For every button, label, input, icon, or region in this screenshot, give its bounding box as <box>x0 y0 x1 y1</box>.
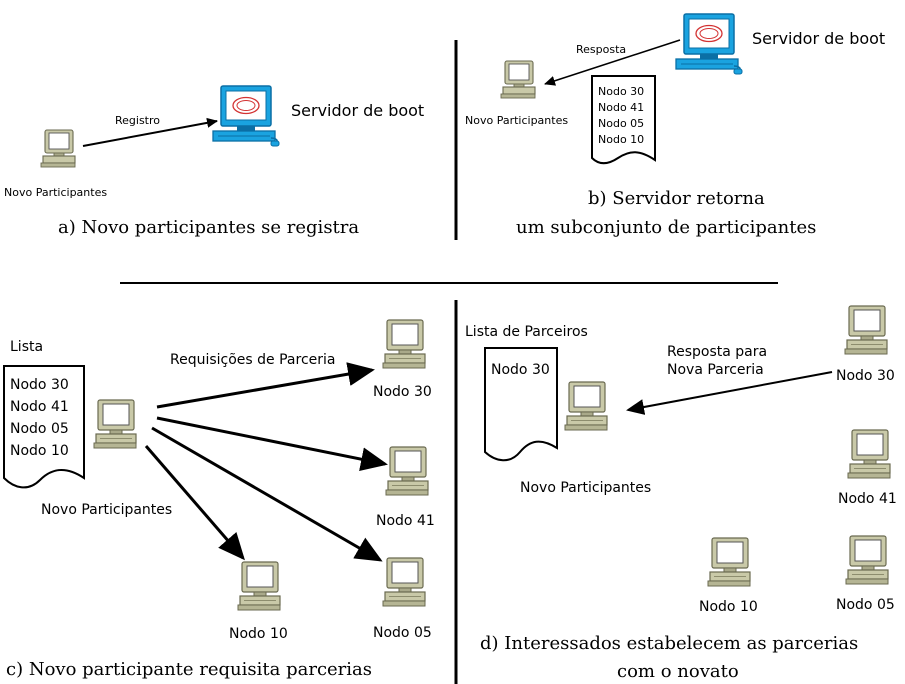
request-arrow-nodo-05 <box>151 426 383 562</box>
node-computer-icon <box>237 561 281 611</box>
panel-b-client-label: Novo Participantes <box>465 114 568 127</box>
node-computer-icon <box>847 429 891 479</box>
panel-b-list-item: Nodo 05 <box>598 117 644 130</box>
node-computer-icon <box>707 537 751 587</box>
panel-a-server-label: Servidor de boot <box>291 101 424 120</box>
register-arrow-label: Registro <box>115 114 160 127</box>
panel-a: Novo Participantes Registro Servidor de … <box>4 85 424 238</box>
panel-d-node-label: Nodo 30 <box>836 368 895 384</box>
panel-b-caption-line2: um subconjunto de participantes <box>516 217 816 238</box>
request-arrow-nodo-30 <box>156 362 375 409</box>
partnership-response-arrow <box>626 371 833 415</box>
panel-b-list-item: Nodo 10 <box>598 133 644 146</box>
panel-d-list-item: Nodo 30 <box>491 362 550 378</box>
panel-d-node-label: Nodo 10 <box>699 599 758 615</box>
panel-c-client-label: Novo Participantes <box>41 502 172 518</box>
panel-d-list-title: Lista de Parceiros <box>465 324 588 340</box>
panel-a-caption: a) Novo participantes se registra <box>58 217 359 238</box>
panel-d-client-label: Novo Participantes <box>520 480 651 496</box>
panel-d-caption-line2: com o novato <box>617 661 739 682</box>
register-arrow <box>82 117 218 147</box>
panel-d-list-document <box>484 347 558 462</box>
panel-b-list-document <box>591 75 656 165</box>
response-arrow-label: Resposta <box>576 43 626 56</box>
panel-c-arrow-label: Requisições de Parceria <box>170 352 336 368</box>
node-computer-icon <box>382 319 426 369</box>
panel-c-node-label: Nodo 10 <box>229 626 288 642</box>
panel-c-list-item: Nodo 10 <box>10 443 69 459</box>
panel-b: Servidor de boot Resposta Novo Participa… <box>465 13 885 238</box>
panel-b-server-label: Servidor de boot <box>752 29 885 48</box>
panel-d-arrow-label-line1: Resposta para <box>667 344 767 360</box>
panel-d-arrow-label-line2: Nova Parceria <box>667 362 764 378</box>
node-computer-icon <box>382 557 426 607</box>
client-computer-icon <box>564 381 608 431</box>
panel-c-list-title: Lista <box>10 339 43 355</box>
panel-b-caption-line1: b) Servidor retorna <box>588 188 765 209</box>
panel-c-list-item: Nodo 30 <box>10 377 69 393</box>
panel-b-list-item: Nodo 30 <box>598 85 644 98</box>
panel-c-node-label: Nodo 41 <box>376 513 435 529</box>
client-computer-icon <box>500 60 536 99</box>
panel-d: Lista de Parceiros Nodo 30 Novo Particip… <box>465 305 897 682</box>
panel-c: Lista Nodo 30 Nodo 41 Nodo 05 Nodo 10 No… <box>3 319 435 680</box>
panel-c-node-label: Nodo 30 <box>373 384 432 400</box>
panel-a-client-label: Novo Participantes <box>4 186 107 199</box>
node-computer-icon <box>385 446 429 496</box>
panel-c-list-item: Nodo 41 <box>10 399 69 415</box>
node-computer-icon <box>844 305 888 355</box>
boot-server-icon <box>212 85 280 147</box>
client-computer-icon <box>93 399 137 449</box>
response-arrow <box>544 39 681 86</box>
node-computer-icon <box>845 535 889 585</box>
panel-d-node-label: Nodo 05 <box>836 597 895 613</box>
panel-d-caption-line1: d) Interessados estabelecem as parcerias <box>480 633 858 654</box>
request-arrow-nodo-10 <box>144 445 245 561</box>
panel-c-list-item: Nodo 05 <box>10 421 69 437</box>
panel-c-node-label: Nodo 05 <box>373 625 432 641</box>
panel-d-node-label: Nodo 41 <box>838 491 897 507</box>
client-computer-icon <box>40 129 76 168</box>
panel-c-caption: c) Novo participante requisita parcerias <box>6 659 372 680</box>
panel-b-list-item: Nodo 41 <box>598 101 644 114</box>
boot-server-icon <box>675 13 743 75</box>
request-arrow-nodo-41 <box>156 416 388 472</box>
panel-c-list-document <box>3 365 85 489</box>
